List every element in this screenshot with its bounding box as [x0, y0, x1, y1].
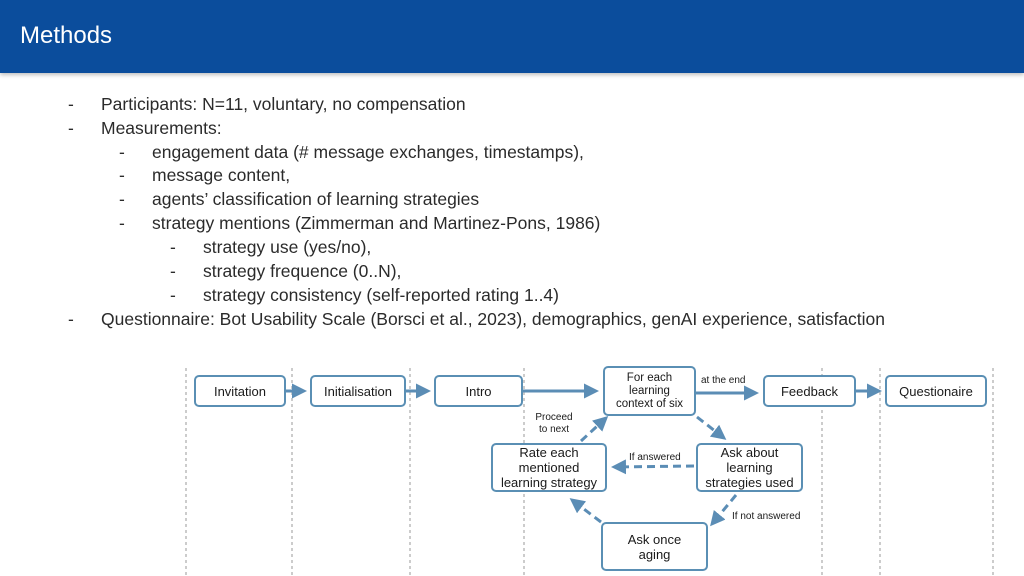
bullet-participants: Participants: N=11, voluntary, no compen… — [101, 94, 466, 114]
node-for-each-learning-context: For each learning context of six — [603, 366, 696, 416]
bullet-marker: - — [170, 261, 176, 281]
arrow-askonce-rate — [569, 498, 602, 524]
bullet-strategy-frequence: strategy frequence (0..N), — [203, 261, 402, 281]
node-initialisation: Initialisation — [310, 375, 406, 407]
node-ask-once-aging: Ask once aging — [601, 522, 708, 571]
bullet-marker: - — [119, 165, 125, 185]
bullet-agents-classification: agents’ classification of learning strat… — [152, 189, 480, 209]
node-intro: Intro — [434, 375, 523, 407]
node-questionaire: Questionaire — [885, 375, 987, 407]
bullet-strategy-use: strategy use (yes/no), — [203, 237, 372, 257]
arrow-rate-foreach — [579, 415, 609, 443]
bullet-message-content: message content, — [152, 165, 291, 185]
arrow-askabout-askonce — [710, 494, 738, 527]
bullet-marker: - — [170, 285, 176, 305]
solid-arrows — [286, 383, 882, 401]
node-ask-about-learning-strategies: Ask about learning strategies used — [696, 443, 803, 492]
bullet-engagement-data: engagement data (# message exchanges, ti… — [152, 142, 584, 162]
bullet-marker: - — [119, 142, 125, 162]
edge-label-if-not-answered: If not answered — [732, 511, 801, 522]
bullet-strategy-consistency: strategy consistency (self-reported rati… — [203, 285, 559, 305]
slide-title: Methods — [20, 22, 113, 49]
bullet-marker: - — [170, 237, 176, 257]
bullet-marker: - — [68, 118, 74, 138]
bullet-marker: - — [68, 309, 74, 329]
bullet-questionnaire: Questionnaire: Bot Usability Scale (Bors… — [101, 309, 886, 329]
bullet-measurements: Measurements: — [101, 118, 222, 138]
edge-label-if-answered: If answered — [629, 452, 681, 463]
title-bar: Methods — [0, 0, 1024, 73]
node-invitation: Invitation — [194, 375, 286, 407]
node-rate-each-strategy: Rate each mentioned learning strategy — [491, 443, 607, 492]
edge-label-proceed-to-next: Proceed to next — [535, 412, 573, 435]
bullet-marker: - — [68, 94, 74, 114]
bullet-marker: - — [119, 189, 125, 209]
bullet-marker: - — [119, 213, 125, 233]
node-feedback: Feedback — [763, 375, 856, 407]
arrow-foreach-askabout — [696, 415, 727, 440]
bullet-strategy-mentions: strategy mentions (Zimmerman and Martine… — [152, 213, 601, 233]
arrow-askabout-rate — [611, 459, 695, 475]
dashed-arrows — [569, 415, 738, 527]
edge-label-at-the-end: at the end — [701, 375, 746, 386]
